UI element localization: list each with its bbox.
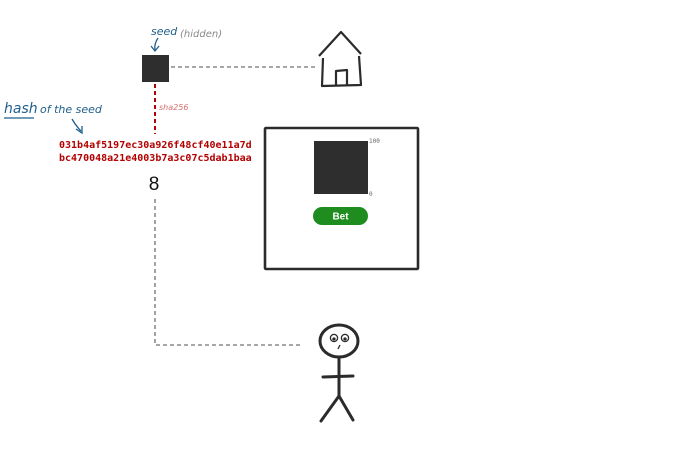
bet-button-label[interactable]: Bet bbox=[332, 212, 349, 223]
house-icon bbox=[318, 30, 363, 88]
seed-arrow bbox=[154, 37, 159, 51]
seed-label: seed bbox=[151, 25, 178, 38]
of-the-seed-label: of the seed bbox=[40, 103, 103, 116]
hash-word: hash bbox=[4, 101, 38, 117]
bet-button-background[interactable] bbox=[313, 207, 368, 225]
range-min-label: 0 bbox=[369, 191, 373, 198]
hash-arrow bbox=[71, 118, 82, 132]
result-value: 8 bbox=[149, 174, 160, 195]
game-display bbox=[314, 141, 368, 194]
hash-line-1: 031b4af5197ec30a926f48cf40e11a7d bbox=[59, 140, 252, 151]
range-max-label: 100 bbox=[369, 138, 380, 145]
seed-square-icon bbox=[142, 55, 169, 82]
hash-arrow-head bbox=[75, 126, 83, 135]
hash-line-2: bc470048a21e4003b7a3c07c5dab1baa bbox=[59, 153, 252, 164]
sha256-label: sha256 bbox=[159, 103, 188, 112]
seed-arrow-head bbox=[150, 45, 160, 53]
stick-figure-face bbox=[329, 333, 350, 350]
bet-button[interactable]: Bet bbox=[313, 207, 368, 225]
hidden-label: (hidden) bbox=[180, 29, 222, 40]
stick-figure-icon bbox=[318, 323, 360, 423]
game-window bbox=[263, 126, 420, 271]
